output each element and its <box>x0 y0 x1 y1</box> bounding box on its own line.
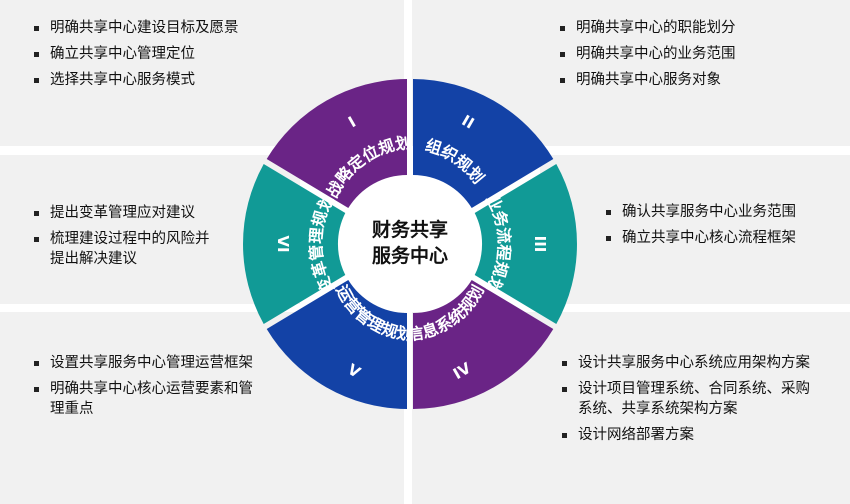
wheel-segments <box>243 79 577 409</box>
center-title-line1: 财务共享 <box>372 218 448 241</box>
numeral-iii: III <box>531 236 549 253</box>
list-item: 确认共享服务中心业务范围 <box>604 202 834 222</box>
segment-organization[interactable] <box>413 79 554 208</box>
list-item: 选择共享中心服务模式 <box>32 70 362 90</box>
list-item: 梳理建设过程中的风险并提出解决建议 <box>32 229 222 269</box>
segment-business-process[interactable] <box>474 164 577 324</box>
list-item: 明确共享中心服务对象 <box>558 70 818 90</box>
list-item: 明确共享中心的业务范围 <box>558 44 818 64</box>
center-hub <box>346 180 474 308</box>
list-item: 提出变革管理应对建议 <box>32 203 222 223</box>
list-item: 设计网络部署方案 <box>560 425 818 445</box>
list-item: 设置共享服务中心管理运营框架 <box>32 353 264 373</box>
list-item: 确立共享中心核心流程框架 <box>604 228 834 248</box>
list-item: 明确共享中心的职能划分 <box>558 18 818 38</box>
list-item: 明确共享中心核心运营要素和管理重点 <box>32 379 264 419</box>
list-item: 确立共享中心管理定位 <box>32 44 362 64</box>
list-item: 设计共享服务中心系统应用架构方案 <box>560 353 818 373</box>
mid-left-list: 提出变革管理应对建议 梳理建设过程中的风险并提出解决建议 <box>32 203 222 275</box>
list-item: 设计项目管理系统、合同系统、采购系统、共享系统架构方案 <box>560 379 818 419</box>
numeral-vi: VI <box>274 235 292 252</box>
center-title-line2: 服务中心 <box>372 244 448 267</box>
segment-change-management[interactable] <box>243 164 346 324</box>
panel-mid-right <box>540 155 850 304</box>
list-item: 明确共享中心建设目标及愿景 <box>32 18 362 38</box>
mid-right-list: 确认共享服务中心业务范围 确立共享中心核心流程框架 <box>604 202 834 254</box>
segment-strategy[interactable] <box>266 79 407 208</box>
segment-operations[interactable] <box>266 280 407 409</box>
top-left-list: 明确共享中心建设目标及愿景 确立共享中心管理定位 选择共享中心服务模式 <box>32 18 362 96</box>
bot-right-list: 设计共享服务中心系统应用架构方案 设计项目管理系统、合同系统、采购系统、共享系统… <box>560 353 818 451</box>
segment-information-system[interactable] <box>413 280 554 409</box>
bot-left-list: 设置共享服务中心管理运营框架 明确共享中心核心运营要素和管理重点 <box>32 353 264 425</box>
top-right-list: 明确共享中心的职能划分 明确共享中心的业务范围 明确共享中心服务对象 <box>558 18 818 96</box>
